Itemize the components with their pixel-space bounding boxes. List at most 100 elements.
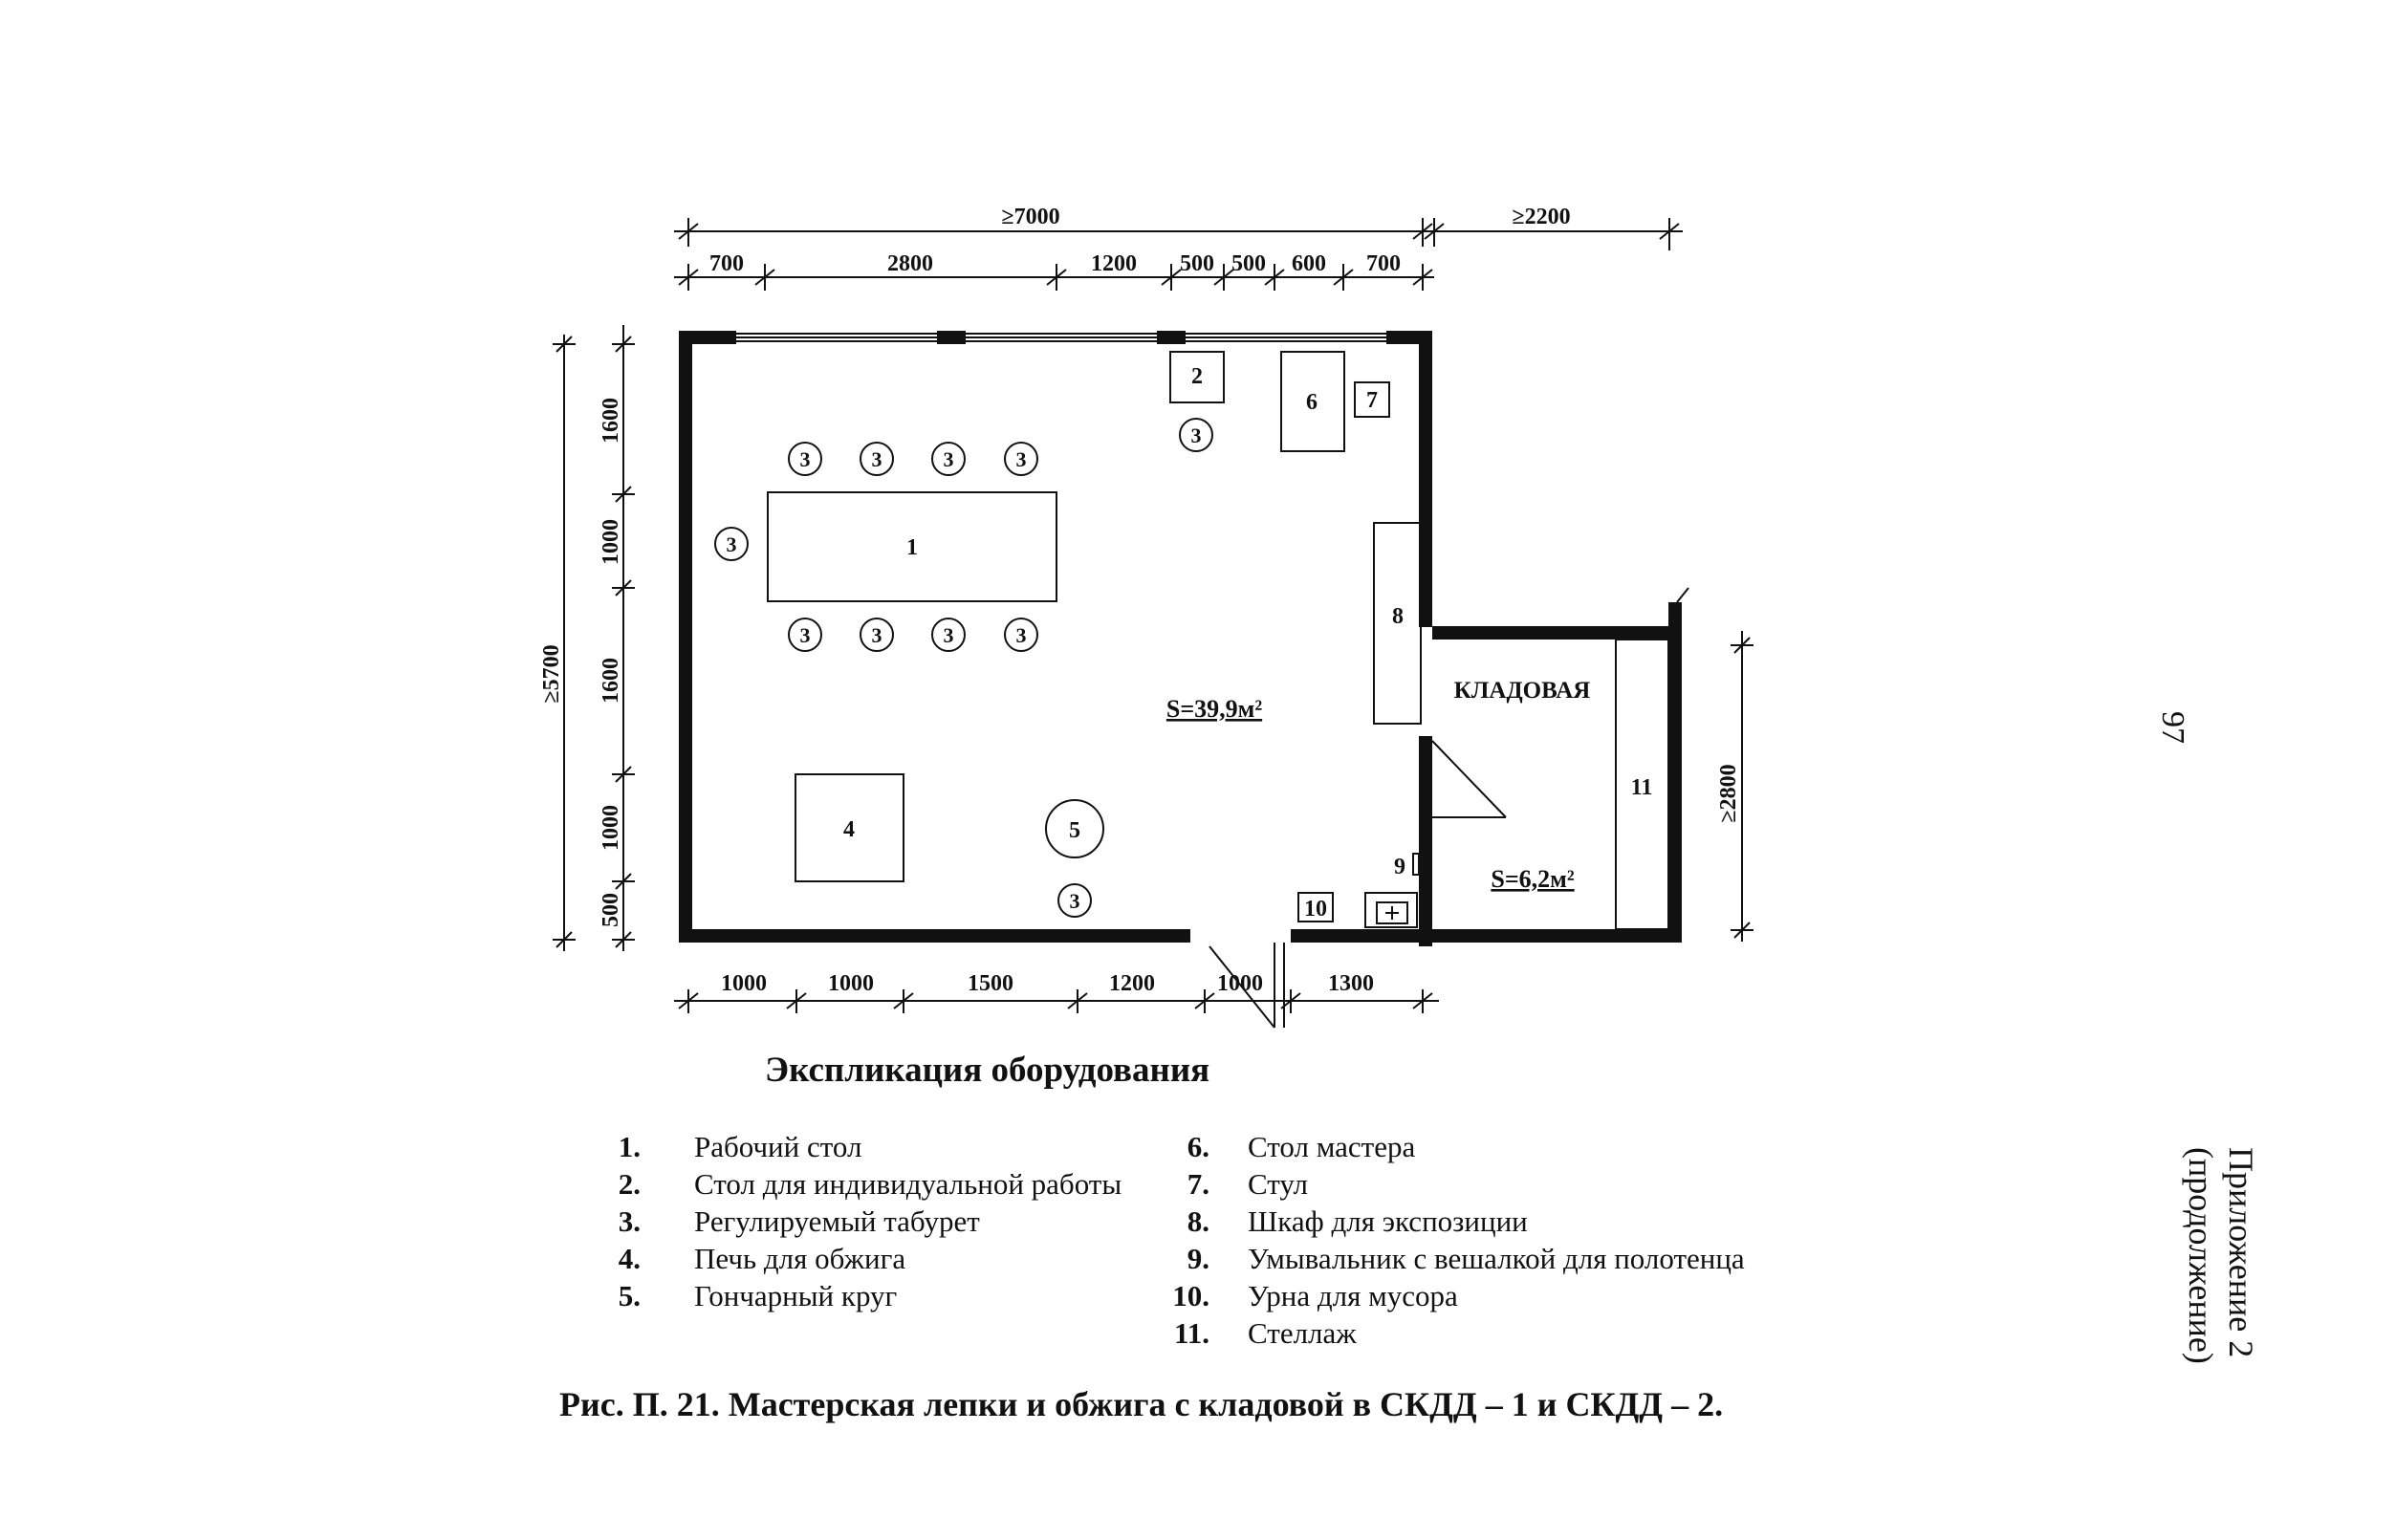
top-total-dimension: ≥7000 xyxy=(1001,205,1059,229)
washbasin xyxy=(1412,853,1420,876)
legend-number: 10. xyxy=(1172,1278,1209,1312)
display-cabinet-label: 8 xyxy=(1392,604,1404,629)
storage-room-area: S=6,2м² xyxy=(1491,865,1574,893)
chair xyxy=(1354,381,1390,418)
bottom-segment-dimension: 1500 xyxy=(968,971,1013,996)
legend-item: 8. Шкаф для экспозиции xyxy=(1162,1203,1745,1240)
sink-fixture-inner xyxy=(1376,901,1408,924)
legend-text: Умывальник с вешалкой для полотенца xyxy=(1248,1241,1745,1275)
page-number-text: 97 xyxy=(2155,711,2190,744)
legend-item: 2.Стол для индивидуальной работы xyxy=(593,1165,1122,1203)
doors xyxy=(1209,740,1507,1029)
appendix-note: Приложение 2 (продолжение) xyxy=(2182,1147,2261,1386)
top-segment-dimension: 2800 xyxy=(887,251,933,276)
page-number: 97 xyxy=(2153,711,2191,770)
left-segment-dimension: 1000 xyxy=(599,805,623,851)
stool-number: 3 xyxy=(944,623,954,647)
stool xyxy=(1004,618,1038,652)
kiln xyxy=(795,773,904,882)
stool-number: 3 xyxy=(872,623,882,647)
stool-number: 3 xyxy=(1016,623,1027,647)
top-dimension-chain xyxy=(674,218,1683,291)
stool-labels: 3 3 3 3 3 3 3 3 3 3 3 xyxy=(727,423,1202,913)
stool xyxy=(931,618,966,652)
left-segment-dimension: 1000 xyxy=(599,519,623,565)
work-table-label: 1 xyxy=(906,535,918,560)
appendix-line: Приложение 2 xyxy=(2222,1147,2260,1358)
bottom-segment-dimension: 1200 xyxy=(1109,971,1155,996)
stool xyxy=(860,618,894,652)
walls xyxy=(679,331,1682,946)
stools xyxy=(714,418,1213,918)
legend-text: Регулируемый табурет xyxy=(694,1204,980,1238)
sink-fixture xyxy=(1364,892,1418,928)
stool-number: 3 xyxy=(1191,423,1202,447)
legend-text: Урна для мусора xyxy=(1248,1278,1458,1312)
furniture xyxy=(767,351,1669,930)
legend-text: Гончарный круг xyxy=(694,1278,898,1312)
legend-number: 6. xyxy=(1187,1129,1209,1163)
stool-number: 3 xyxy=(800,623,811,647)
main-room-area: S=39,9м² xyxy=(1166,695,1262,723)
top-segment-dimension: 1200 xyxy=(1091,251,1137,276)
top-segment-dimension: 500 xyxy=(1231,251,1266,276)
chair-label: 7 xyxy=(1366,388,1378,413)
rack-label: 11 xyxy=(1631,775,1653,800)
pottery-wheel xyxy=(1045,799,1104,858)
stool xyxy=(788,618,822,652)
stool-number: 3 xyxy=(727,532,737,556)
individual-table-label: 2 xyxy=(1191,364,1203,389)
legend-number: 9. xyxy=(1187,1241,1209,1275)
legend-text: Печь для обжига xyxy=(694,1241,906,1275)
stool xyxy=(1179,418,1213,452)
bottom-segment-dimension: 1000 xyxy=(828,971,874,996)
legend-item: 10. Урна для мусора xyxy=(1162,1277,1745,1314)
legend-text: Стул xyxy=(1248,1166,1309,1201)
stool xyxy=(1057,883,1092,918)
left-total-dimension: ≥5700 xyxy=(539,644,564,703)
trash-bin-label: 10 xyxy=(1304,897,1327,922)
bottom-dimension-chain xyxy=(674,989,1439,1013)
left-segment-dimension: 1600 xyxy=(599,658,623,704)
top-segment-dimension: 700 xyxy=(709,251,744,276)
legend-item: 6.Стол мастера xyxy=(1162,1128,1745,1165)
individual-table xyxy=(1169,351,1225,403)
legend-text: Стеллаж xyxy=(1248,1315,1357,1350)
master-table-label: 6 xyxy=(1306,390,1318,415)
top-segment-dimension: 500 xyxy=(1180,251,1214,276)
rack xyxy=(1615,639,1669,930)
top-extra-dimension: ≥2200 xyxy=(1512,205,1570,229)
legend-text: Стол для индивидуальной работы xyxy=(694,1166,1122,1201)
legend-item: 9. Умывальник с вешалкой для полотенца xyxy=(1162,1240,1745,1277)
legend-item: 7.Стул xyxy=(1162,1165,1745,1203)
left-segment-dimension: 500 xyxy=(599,893,623,927)
legend-number: 11. xyxy=(1173,1315,1209,1350)
legend-text: Шкаф для экспозиции xyxy=(1248,1204,1528,1238)
stool-number: 3 xyxy=(872,447,882,471)
stool xyxy=(714,527,749,561)
display-cabinet xyxy=(1373,522,1422,725)
legend-right-column: 6.Стол мастера 7.Стул 8. Шкаф для экспози… xyxy=(1162,1128,1745,1352)
left-segment-dimension: 1600 xyxy=(599,398,623,444)
stool-number: 3 xyxy=(800,447,811,471)
legend-number: 3. xyxy=(618,1204,641,1238)
appendix-line: (продолжение) xyxy=(2182,1147,2220,1364)
windows xyxy=(736,333,1689,603)
top-segment-dimension: 700 xyxy=(1366,251,1401,276)
legend-number: 4. xyxy=(618,1241,641,1275)
legend-item: 4. Печь для обжига xyxy=(593,1240,1122,1277)
right-dimension-chain xyxy=(1731,631,1753,942)
legend-item: 1.Рабочий стол xyxy=(593,1128,1122,1165)
legend-number: 8. xyxy=(1187,1204,1209,1238)
legend-number: 1. xyxy=(618,1129,641,1163)
work-table xyxy=(767,491,1057,602)
stool-number: 3 xyxy=(1070,889,1080,913)
top-segment-dimension: 600 xyxy=(1292,251,1326,276)
master-table xyxy=(1280,351,1345,452)
legend-number: 5. xyxy=(618,1278,641,1312)
legend-item: 3. Регулируемый табурет xyxy=(593,1203,1122,1240)
stool xyxy=(788,442,822,476)
pottery-wheel-label: 5 xyxy=(1069,818,1080,843)
kiln-label: 4 xyxy=(843,817,855,842)
